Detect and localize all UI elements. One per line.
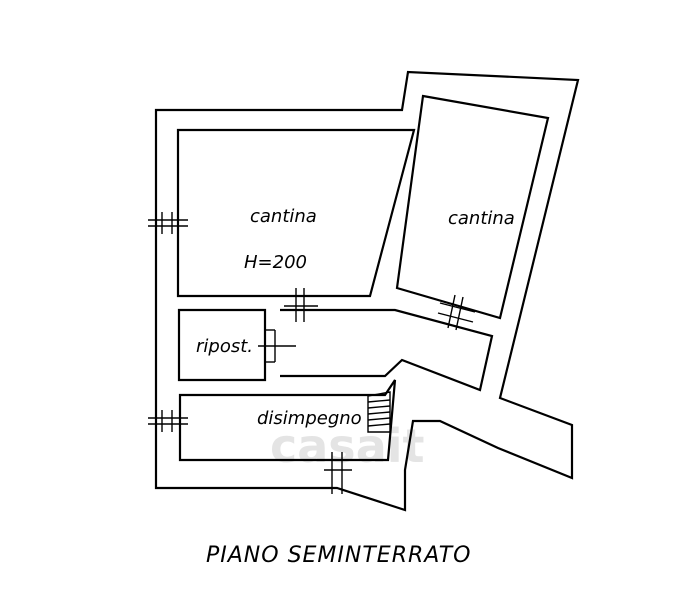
disimpegno-room: [178, 379, 397, 462]
cantina-right-room: [395, 94, 550, 320]
staircase: [367, 391, 391, 433]
door-ripostiglio: [258, 329, 296, 363]
plan-title: PIANO SEMINTERRATO: [206, 543, 471, 568]
door-left-upper: [148, 212, 188, 234]
outer-wall: [154, 70, 580, 512]
label-ripostiglio: ripost.: [196, 336, 253, 357]
door-left-lower: [148, 410, 188, 432]
ripostiglio-room: [177, 308, 267, 382]
door-cantina-left: [284, 288, 318, 322]
door-disimpegno-bottom: [324, 452, 352, 494]
door-cantina-right: [437, 294, 476, 331]
watermark: casait: [270, 419, 425, 473]
cantina-left-room: [176, 128, 416, 298]
label-cantina-right: cantina: [448, 208, 515, 229]
label-cantina-left: cantina: [250, 206, 317, 227]
label-height: H=200: [244, 252, 307, 273]
label-disimpegno: disimpegno: [257, 408, 362, 429]
corridor: [280, 308, 494, 392]
